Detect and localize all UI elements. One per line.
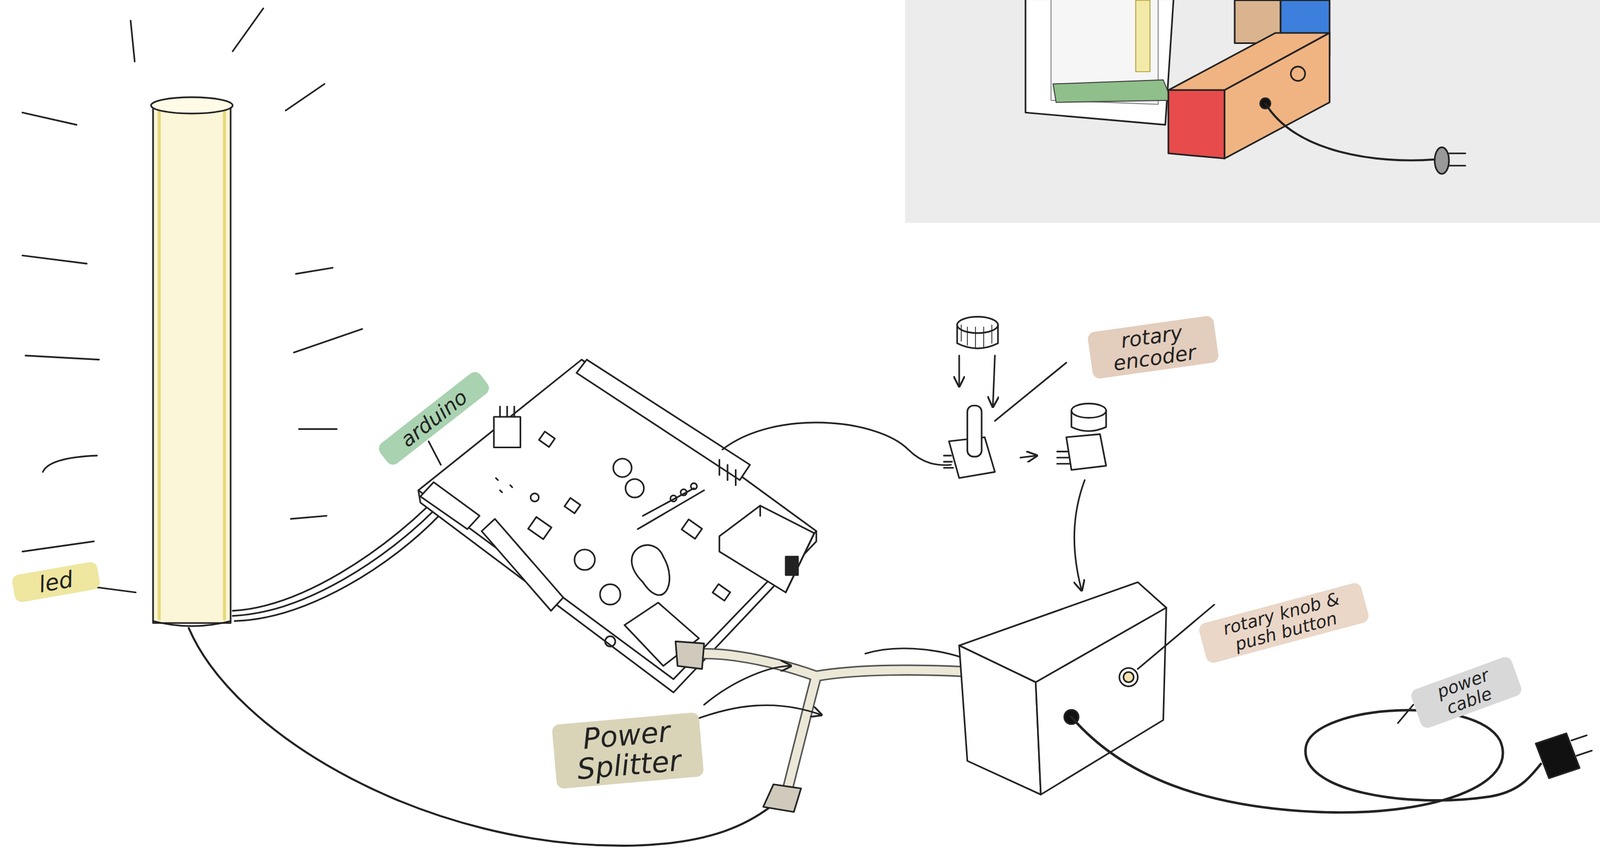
leader-line [994,362,1067,421]
arduino-board-part [691,482,698,490]
rotary-encoder-parts-part [1071,403,1107,418]
control-box-part [959,645,1041,794]
power-cable-part [1071,709,1541,813]
rotary-encoder-parts-part [992,355,995,407]
rotary-encoder-parts-part [961,324,993,348]
led-wires [232,505,439,621]
power-splitter-part [763,784,801,812]
leader-line [1397,704,1413,723]
led-tube-part [153,620,231,626]
part-label: Power Splitter [551,711,704,789]
power-splitter-part [704,665,791,705]
arduino-board-part [712,583,731,601]
arduino-board-part [719,505,815,593]
arduino-board-part [625,478,644,498]
power-cable-part [1571,734,1592,756]
arduino-board-part [418,359,816,679]
control-box [959,581,1167,794]
part-label: rotary knob & push button [1197,581,1371,664]
control-box-part [1035,607,1167,794]
inset-sketch-part [1224,32,1330,159]
glow-rays [22,8,363,552]
arduino-board-part [680,489,687,496]
arduino-board-part [500,406,515,417]
power-splitter-part [704,653,975,676]
arduino-board-part [496,477,513,492]
arduino-board-part [538,431,555,447]
inset-sketch-part [1434,147,1449,175]
glow-rays-part [22,8,363,552]
arduino-board-part [760,505,814,593]
power-splitter [675,640,982,812]
control-box-part [1123,671,1134,683]
power-cable [1071,709,1593,813]
arduino-board-part [681,519,702,539]
led-tube-part [151,97,233,114]
led-wires-part [232,510,434,616]
rotary-encoder-parts-part [967,405,982,457]
arduino-board-part [785,556,798,575]
rotary-encoder-parts-part [1074,479,1085,591]
arduino-board-part [613,458,632,477]
rotary-encoder-parts-part [1066,433,1107,470]
led-tube-part [153,105,231,624]
arduino-board-part [637,488,705,529]
part-label: rotary encoder [1086,314,1219,379]
inset-sketch-part [1053,79,1172,103]
led-power-wire [188,627,771,846]
inset-sketch-part [905,0,1600,223]
arduino-board-part [530,492,539,502]
inset-sketch-part [1025,0,1174,125]
rotary-encoder-parts-part [1020,455,1037,458]
arduino-board-part [605,636,616,647]
arduino-board-part [574,549,595,570]
power-splitter-part [693,704,822,720]
arduino-board-part [420,481,480,529]
rotary-encoder-parts-part [958,355,960,387]
inset-sketch-part [1265,103,1434,161]
inset-sketch-part [1448,153,1466,166]
led-tube-part [159,110,225,619]
inset-sketch-part [1290,66,1305,81]
arduino-board-part [670,495,677,502]
inset-sketch-part [1168,89,1225,159]
arduino-board-part [719,459,736,486]
inset-sketch-part [1135,0,1150,72]
rotary-encoder-parts [944,316,1107,591]
inset-sketch [905,0,1600,223]
part-label: led [11,560,101,603]
power-splitter-part [787,675,817,789]
arduino-board-part [600,583,621,605]
power-splitter-part [704,653,975,676]
rotary-encoder-parts-part [944,455,954,468]
illustration-part [22,0,1600,846]
arduino-board-part [493,416,521,448]
leader-line [428,441,441,465]
control-box-part [1119,667,1138,686]
led-wires-part [234,515,439,621]
encoder-wire [722,422,951,465]
arduino-board-part [576,359,751,480]
arduino-board-part [564,497,581,513]
rotary-encoder-parts-part [1056,451,1069,464]
arduino-board [418,359,816,693]
leader-line [96,586,136,593]
arduino-board-part [631,544,670,595]
arduino-board-part [527,516,551,539]
arduino-board-part [481,518,563,611]
power-splitter-part [787,675,817,789]
power-splitter-part [675,640,705,669]
led-tube [151,97,233,626]
